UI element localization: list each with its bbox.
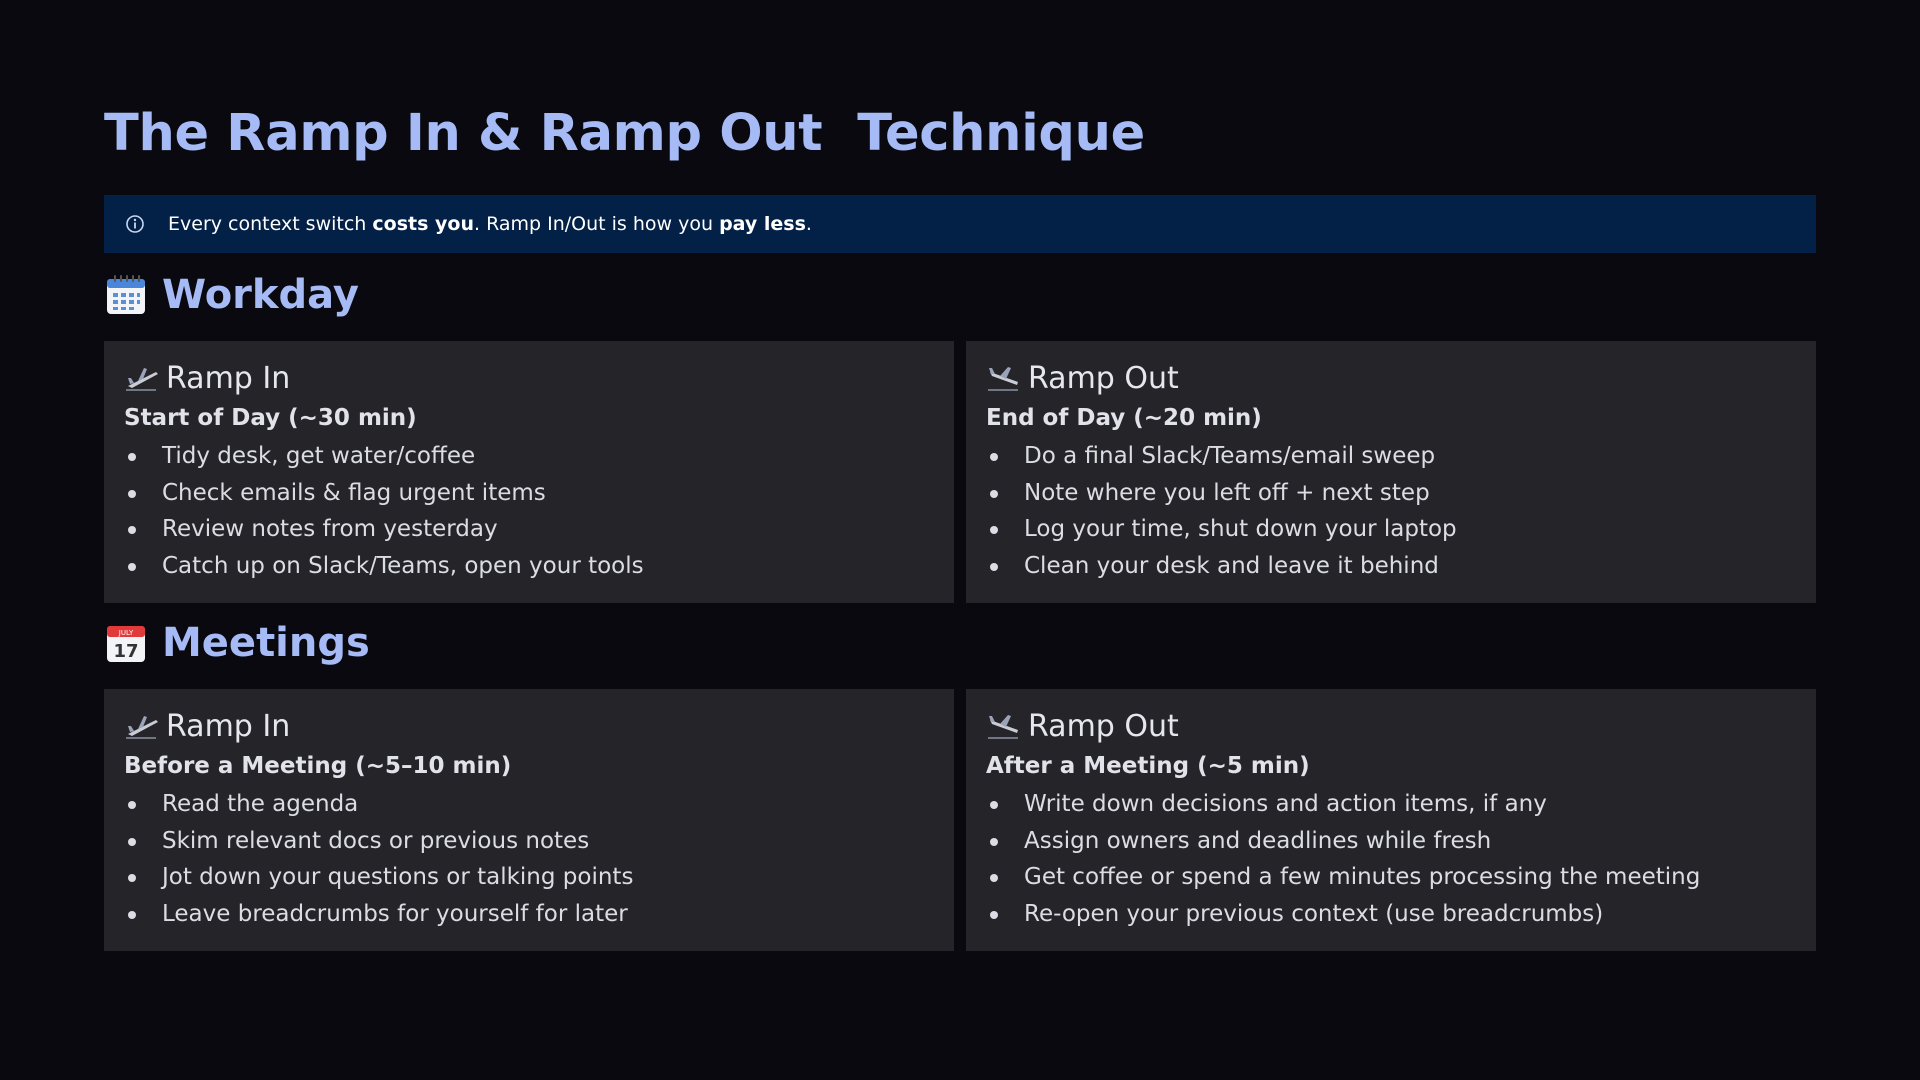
card-subtitle: Before a Meeting (~5–10 min): [124, 753, 512, 779]
card-subtitle: After a Meeting (~5 min): [986, 753, 1310, 779]
info-callout: Every context switch costs you. Ramp In/…: [104, 195, 1816, 253]
card-meetings-ramp-out: Ramp Out After a Meeting (~5 min) Write …: [966, 689, 1816, 951]
card-title: Ramp Out: [1028, 360, 1179, 396]
calendar-icon: [107, 275, 145, 314]
list-item: Skim relevant docs or previous notes: [124, 823, 934, 860]
list-item: Tidy desk, get water/coffee: [124, 438, 934, 475]
list-item: Note where you left off + next step: [986, 475, 1796, 512]
svg-text:JULY: JULY: [118, 629, 134, 637]
list-item: Read the agenda: [124, 786, 934, 823]
list-item: Jot down your questions or talking point…: [124, 859, 934, 896]
callout-text: Every context switch costs you. Ramp In/…: [168, 213, 812, 235]
list-item: Write down decisions and action items, i…: [986, 786, 1796, 823]
card-list: Tidy desk, get water/coffee Check emails…: [124, 438, 934, 584]
list-item: Re-open your previous context (use bread…: [986, 896, 1796, 933]
card-list: Write down decisions and action items, i…: [986, 786, 1796, 932]
svg-text:17: 17: [113, 641, 138, 662]
callout-bold-cost: costs you: [372, 213, 474, 235]
callout-bold-pay: pay less: [719, 213, 806, 235]
plane-departure-icon: [126, 368, 158, 391]
card-list: Read the agenda Skim relevant docs or pr…: [124, 786, 934, 932]
card-list: Do a final Slack/Teams/email sweep Note …: [986, 438, 1796, 584]
card-title: Ramp Out: [1028, 708, 1179, 744]
section-title-meetings: Meetings: [162, 620, 370, 666]
card-title: Ramp In: [166, 708, 291, 744]
date-calendar-icon: JULY 17: [107, 626, 145, 662]
card-workday-ramp-out: Ramp Out End of Day (~20 min) Do a final…: [966, 341, 1816, 603]
plane-arrival-icon: [988, 715, 1018, 739]
card-title: Ramp In: [166, 360, 291, 396]
info-icon: [126, 215, 144, 233]
section-workday-heading: Workday: [104, 272, 359, 318]
list-item: Assign owners and deadlines while fresh: [986, 823, 1796, 860]
card-workday-ramp-in: Ramp In Start of Day (~30 min) Tidy desk…: [104, 341, 954, 603]
list-item: Log your time, shut down your laptop: [986, 511, 1796, 548]
list-item: Catch up on Slack/Teams, open your tools: [124, 548, 934, 585]
list-item: Do a final Slack/Teams/email sweep: [986, 438, 1796, 475]
plane-departure-icon: [126, 716, 158, 739]
list-item: Check emails & flag urgent items: [124, 475, 934, 512]
section-meetings-heading: JULY 17 Meetings: [104, 620, 370, 666]
page-title: The Ramp In & Ramp Out Technique: [104, 104, 1145, 163]
list-item: Review notes from yesterday: [124, 511, 934, 548]
plane-arrival-icon: [988, 367, 1018, 391]
section-title-workday: Workday: [162, 272, 359, 318]
card-meetings-ramp-in: Ramp In Before a Meeting (~5–10 min) Rea…: [104, 689, 954, 951]
list-item: Clean your desk and leave it behind: [986, 548, 1796, 585]
card-subtitle: Start of Day (~30 min): [124, 405, 417, 431]
card-subtitle: End of Day (~20 min): [986, 405, 1262, 431]
list-item: Get coffee or spend a few minutes proces…: [986, 859, 1796, 896]
list-item: Leave breadcrumbs for yourself for later: [124, 896, 934, 933]
